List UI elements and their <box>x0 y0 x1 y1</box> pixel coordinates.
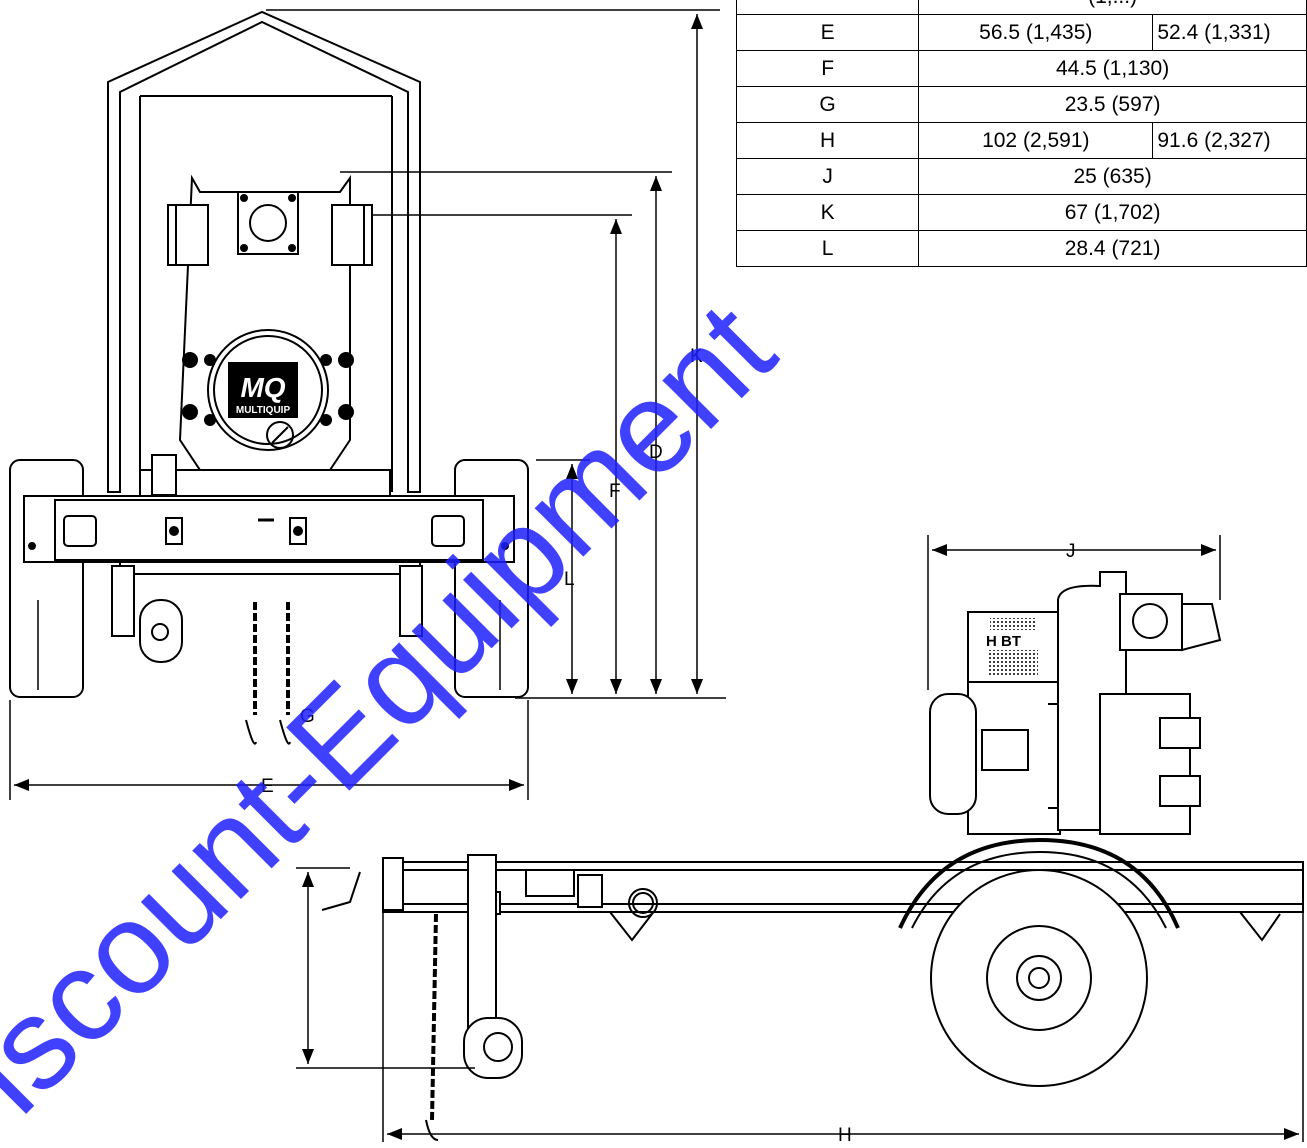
side-dimensions <box>296 535 1304 1142</box>
dimension-value: 25 (635) <box>918 158 1307 195</box>
label-h: H <box>838 1125 852 1146</box>
jack-wheel-front <box>139 599 183 663</box>
dimension-label: E <box>735 14 920 51</box>
label-l: L <box>564 569 575 590</box>
label-e: E <box>261 776 274 797</box>
logo-mark: MQ <box>240 372 285 403</box>
dimension-table: (1,...)E56.5 (1,435)52.4 (1,331)F44.5 (1… <box>735 0 1307 267</box>
label-k: K <box>690 346 703 367</box>
dimension-value: 23.5 (597) <box>918 86 1307 123</box>
dimension-label: L <box>735 230 920 267</box>
label-j: J <box>1066 541 1076 562</box>
dimension-label: G <box>735 86 920 123</box>
engine-plate-text: H BT <box>986 633 1021 650</box>
logo-name: MULTIQUIP <box>236 405 291 416</box>
front-dimensions <box>9 9 726 800</box>
dimension-label: F <box>735 50 920 87</box>
dimension-label: H <box>735 122 920 159</box>
fender <box>898 837 1180 929</box>
lifting-guard <box>107 10 421 493</box>
jack-wheel-side <box>463 1017 523 1079</box>
side-view <box>321 571 1304 1141</box>
dimension-value: 56.5 (1,435) <box>918 14 1154 51</box>
dimension-value: 102 (2,591) <box>918 122 1154 159</box>
dimension-value: 44.5 (1,130) <box>918 50 1307 87</box>
dimension-value: (1,...) <box>918 0 1307 15</box>
label-d: D <box>649 442 663 463</box>
dimension-label: J <box>735 158 920 195</box>
trailer-wheel <box>930 869 1148 1087</box>
dimension-label <box>735 0 920 15</box>
front-view <box>9 10 529 745</box>
label-g: G <box>300 706 315 727</box>
dimension-row: (1,...) <box>735 0 1307 15</box>
dimension-value: 67 (1,702) <box>918 194 1307 231</box>
dimension-value: 52.4 (1,331) <box>1152 14 1307 51</box>
dimension-value: 28.4 (721) <box>918 230 1307 267</box>
dimension-label: K <box>735 194 920 231</box>
label-f: F <box>609 481 621 502</box>
dimension-value: 91.6 (2,327) <box>1152 122 1307 159</box>
multiquip-logo: MQ MULTIQUIP <box>228 362 298 418</box>
